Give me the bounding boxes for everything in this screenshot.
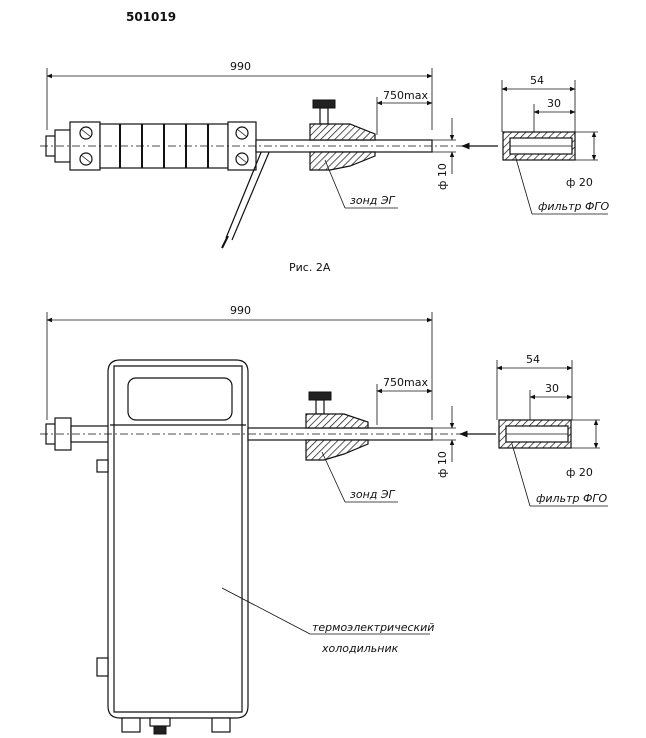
probe-clamp-a bbox=[309, 99, 376, 171]
figure-b: 990 750max bbox=[40, 304, 608, 735]
filter-label-a: фильтр ФГО bbox=[538, 200, 610, 213]
filter-dim-54-b: 54 bbox=[526, 353, 540, 366]
figure-a-caption: Рис. 2А bbox=[289, 261, 331, 274]
probe-label-a: зонд ЭГ bbox=[324, 159, 398, 209]
probe-label-b-text: зонд ЭГ bbox=[350, 488, 396, 501]
filter-dim-phi20-a: ф 20 bbox=[566, 176, 593, 189]
dim-990-a-label: 990 bbox=[230, 60, 251, 73]
document-number: 501019 bbox=[126, 10, 176, 24]
cooler-label-line1: термоэлектрический bbox=[312, 621, 434, 634]
dim-phi10-b: ф 10 bbox=[432, 406, 456, 478]
filter-a: 54 30 ф 20 фильтр ФГО bbox=[501, 74, 610, 215]
cooler-label: термоэлектрический холодильник bbox=[221, 587, 434, 655]
dim-750-b: 750max bbox=[376, 376, 433, 425]
filter-dim-phi20-b: ф 20 bbox=[566, 466, 593, 479]
dim-phi10-b-label: ф 10 bbox=[436, 451, 449, 478]
cooler-label-line2: холодильник bbox=[321, 642, 399, 655]
filter-b: 54 30 ф 20 фильтр ФГО bbox=[496, 353, 608, 507]
dim-phi10-a: ф 10 bbox=[432, 118, 456, 190]
probe-tube-a bbox=[40, 139, 465, 153]
probe-cable-a bbox=[221, 149, 271, 249]
dim-990-b: 990 bbox=[46, 304, 433, 420]
probe-label-b: зонд ЭГ bbox=[321, 451, 398, 503]
dim-phi10-a-label: ф 10 bbox=[436, 163, 449, 190]
dim-750-a: 750max bbox=[376, 89, 433, 135]
figure-a: 990 750max bbox=[40, 60, 610, 274]
probe-label-a-text: зонд ЭГ bbox=[350, 194, 396, 207]
dim-750-a-label: 750max bbox=[383, 89, 428, 102]
dim-750-b-label: 750max bbox=[383, 376, 428, 389]
filter-dim-30-b: 30 bbox=[545, 382, 559, 395]
filter-dim-30-a: 30 bbox=[547, 97, 561, 110]
dim-990-a: 990 bbox=[46, 60, 433, 130]
cooler-cabinet bbox=[96, 359, 249, 735]
filter-dim-54-a: 54 bbox=[530, 74, 544, 87]
probe-clamp-b bbox=[305, 391, 369, 461]
dim-990-b-label: 990 bbox=[230, 304, 251, 317]
filter-label-b: фильтр ФГО bbox=[536, 492, 608, 505]
